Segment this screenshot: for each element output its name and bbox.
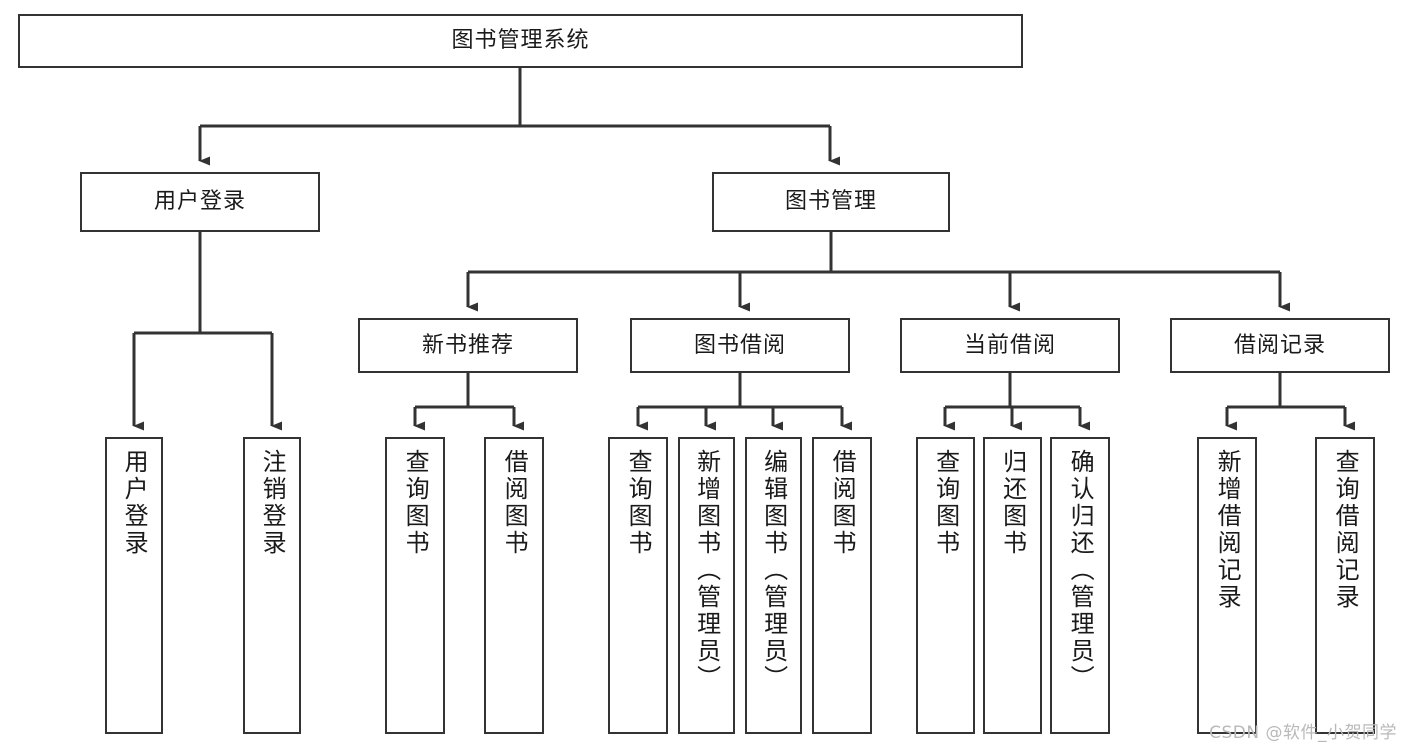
node-leaves-9-归还图书[interactable]: 归还图书 — [983, 437, 1042, 734]
node-level2-0-用户登录[interactable]: 用户登录 — [80, 172, 320, 232]
node-leaves-5-新增图书管理员[interactable]: 新增图书（管理员） — [678, 437, 735, 734]
node-label: 注销登录 — [258, 449, 287, 557]
node-level2-1-图书管理[interactable]: 图书管理 — [712, 172, 950, 232]
node-label: 图书借阅 — [693, 332, 786, 358]
node-leaves-11-新增借阅记录[interactable]: 新增借阅记录 — [1197, 437, 1257, 734]
node-label: 借阅图书 — [828, 449, 857, 557]
node-label: 用户登录 — [120, 449, 149, 557]
node-label: 编辑图书（管理员） — [759, 449, 788, 692]
node-leaves-3-借阅图书[interactable]: 借阅图书 — [484, 437, 544, 734]
node-label: 查询图书 — [401, 449, 430, 557]
node-leaves-7-借阅图书[interactable]: 借阅图书 — [812, 437, 872, 734]
watermark: CSDN @软件_小贺同学 — [1209, 723, 1397, 743]
node-label: 新增图书（管理员） — [692, 449, 721, 692]
node-level3-3-借阅记录[interactable]: 借阅记录 — [1170, 318, 1390, 373]
node-leaves-8-查询图书[interactable]: 查询图书 — [916, 437, 975, 734]
node-label: 查询借阅记录 — [1331, 449, 1360, 611]
node-label: 归还图书 — [998, 449, 1027, 557]
node-leaves-1-注销登录[interactable]: 注销登录 — [243, 437, 301, 734]
node-label: 借阅记录 — [1233, 332, 1326, 358]
node-leaves-2-查询图书[interactable]: 查询图书 — [385, 437, 445, 734]
node-leaves-10-确认归还管理员[interactable]: 确认归还（管理员） — [1050, 437, 1110, 734]
node-leaves-0-用户登录[interactable]: 用户登录 — [105, 437, 163, 734]
node-label: 新增借阅记录 — [1213, 449, 1242, 611]
node-label: 用户登录 — [153, 189, 246, 215]
node-leaves-4-查询图书[interactable]: 查询图书 — [608, 437, 668, 734]
node-label: 查询图书 — [931, 449, 960, 557]
node-leaves-12-查询借阅记录[interactable]: 查询借阅记录 — [1315, 437, 1375, 734]
node-level3-1-图书借阅[interactable]: 图书借阅 — [630, 318, 850, 373]
node-root-label: 图书管理系统 — [451, 28, 590, 54]
node-level3-0-新书推荐[interactable]: 新书推荐 — [358, 318, 578, 373]
node-label: 图书管理 — [784, 189, 877, 215]
node-label: 新书推荐 — [421, 332, 514, 358]
node-label: 查询图书 — [624, 449, 653, 557]
node-label: 确认归还（管理员） — [1066, 449, 1095, 692]
node-label: 借阅图书 — [500, 449, 529, 557]
node-root[interactable]: 图书管理系统 — [18, 14, 1023, 68]
node-level3-2-当前借阅[interactable]: 当前借阅 — [900, 318, 1120, 373]
node-label: 当前借阅 — [963, 332, 1056, 358]
node-leaves-6-编辑图书管理员[interactable]: 编辑图书（管理员） — [745, 437, 802, 734]
